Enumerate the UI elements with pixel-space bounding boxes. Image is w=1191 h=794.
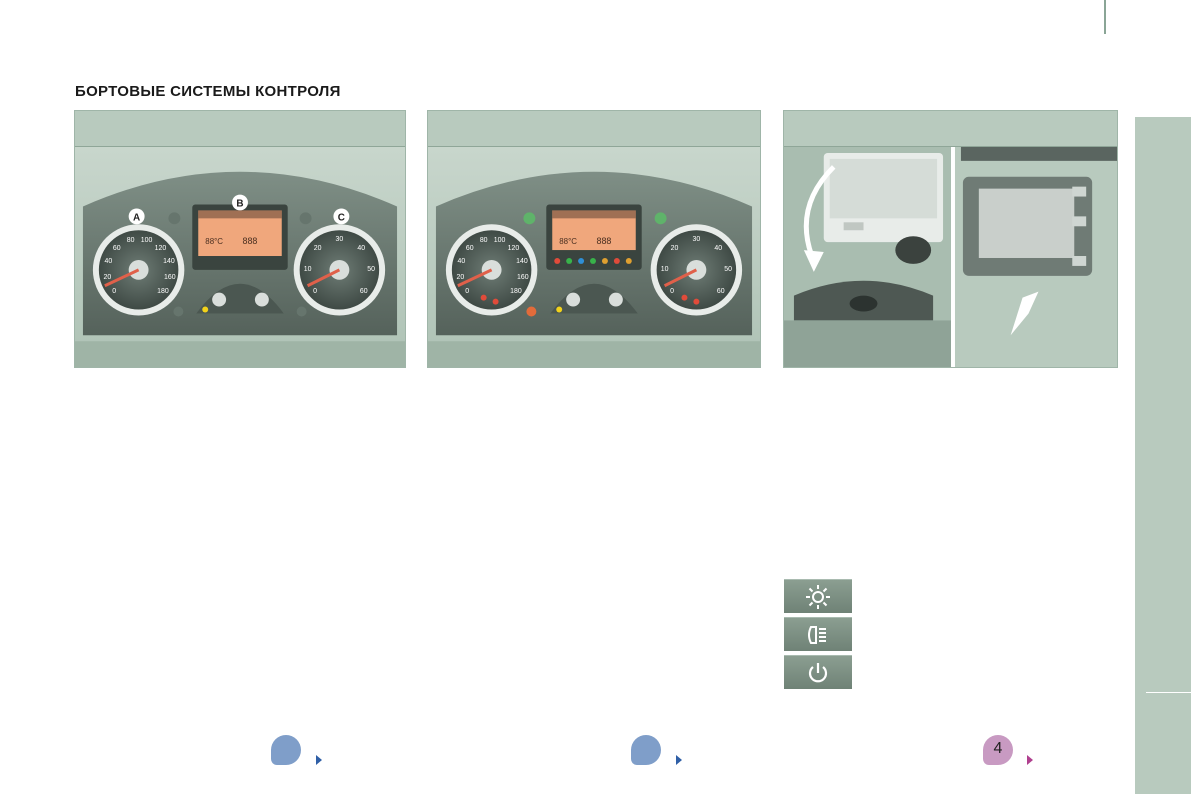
chapter-side-tab [1135,117,1191,794]
top-rule [1104,0,1106,34]
power-icon [808,663,828,683]
lcd-temp-text: 88°C [559,237,577,246]
speed-tick-label: 100 [494,237,506,244]
rpm-tick-label: 10 [304,266,312,273]
power-button[interactable] [784,655,852,689]
sun-icon [806,585,830,609]
nav-chapter-link[interactable] [631,735,661,765]
callout-label: A [133,212,140,223]
speed-tick-label: 0 [112,288,116,295]
speed-tick-label: 160 [164,274,176,281]
panel-rear-camera [783,110,1118,368]
speed-tick-label: 60 [113,245,121,252]
speed-tick-label: 20 [457,274,465,281]
lcd-temp-text: 88°C [205,237,223,246]
speed-tick-label: 120 [508,245,520,252]
speed-tick-label: 40 [104,258,112,265]
panel-header [784,111,1117,147]
panel-header [75,111,405,147]
callout-badge [333,208,350,225]
speed-tick-label: 80 [127,237,135,244]
panel-header [428,111,760,147]
rpm-tick-label: 0 [670,288,674,295]
nav-page-number: 4 [993,740,1003,757]
rpm-tick-label: 40 [714,245,722,252]
speed-tick-label: 80 [480,237,488,244]
speed-tick-label: 100 [141,237,153,244]
callout-badge [232,194,248,211]
headlight-icon [808,626,826,644]
nav-chapter-link[interactable] [271,735,301,765]
rpm-tick-label: 30 [693,236,701,243]
side-rule [1146,692,1191,693]
speed-tick-label: 20 [104,274,112,281]
rpm-tick-label: 50 [367,266,375,273]
callout-label: C [338,212,345,223]
callout-badge [128,208,145,225]
speed-tick-label: 160 [517,274,529,281]
rpm-tick-label: 60 [360,288,368,295]
speed-tick-label: 40 [457,258,465,265]
rpm-tick-label: 20 [314,245,322,252]
lcd-digits-text: 888 [596,236,611,246]
speed-tick-label: 180 [157,288,169,295]
nav-page-link[interactable]: 4 [983,735,1013,765]
nav-arrow-icon[interactable] [316,755,322,765]
rpm-tick-label: 0 [313,288,317,295]
rpm-tick-label: 60 [717,288,725,295]
lights-button[interactable] [784,617,852,651]
speed-tick-label: 180 [510,288,522,295]
speed-tick-label: 0 [465,288,469,295]
nav-arrow-icon[interactable] [1027,755,1033,765]
rpm-tick-label: 40 [357,245,365,252]
nav-arrow-icon[interactable] [676,755,682,765]
rpm-tick-label: 10 [661,266,669,273]
lcd-digits-text: 888 [242,236,257,246]
camera-illustration [784,147,1117,367]
speed-tick-label: 120 [155,245,167,252]
rpm-tick-label: 50 [724,266,732,273]
speed-tick-label: 140 [163,258,175,265]
callout-label: B [236,198,243,209]
rpm-tick-label: 20 [671,245,679,252]
brightness-button[interactable] [784,579,852,613]
speed-tick-label: 60 [466,245,474,252]
speed-tick-label: 140 [516,258,528,265]
rpm-tick-label: 30 [336,236,344,243]
section-title: БОРТОВЫЕ СИСТЕМЫ КОНТРОЛЯ [75,83,341,100]
